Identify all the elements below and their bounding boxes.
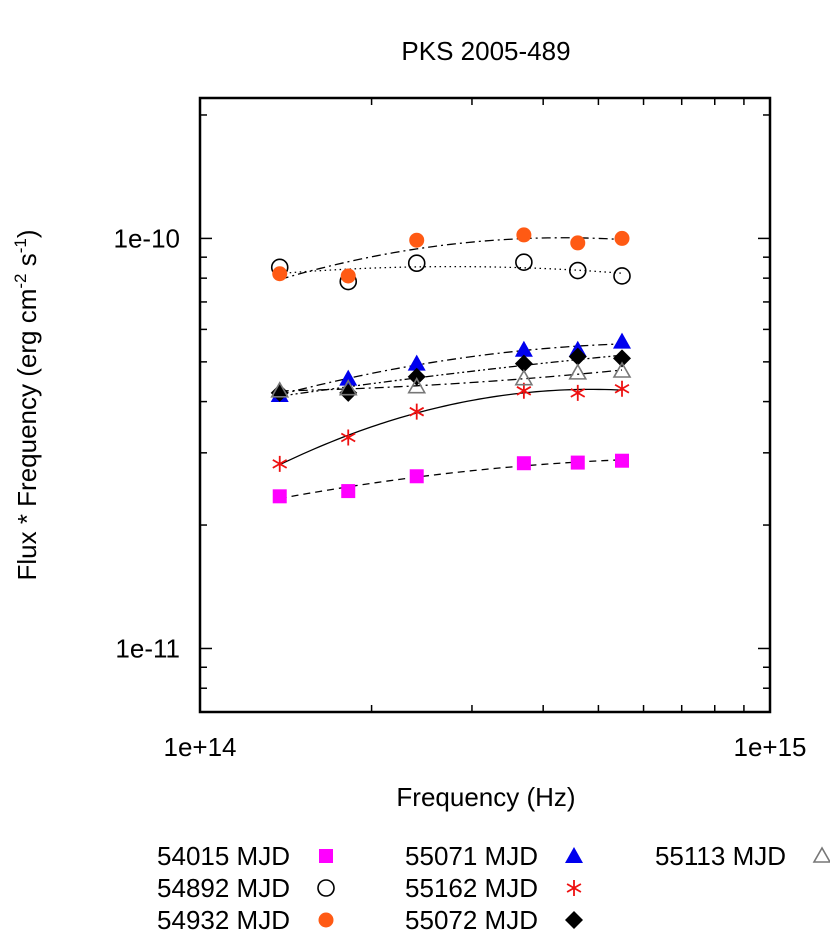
legend-label: 55162 MJD	[405, 873, 538, 903]
data-point	[340, 429, 356, 446]
data-point	[514, 354, 533, 373]
data-point	[515, 253, 533, 271]
data-point	[568, 261, 587, 280]
legend-marker	[565, 847, 583, 863]
data-point	[514, 369, 534, 386]
series-curve	[279, 354, 623, 397]
series-curve	[279, 369, 623, 392]
series-curve	[279, 459, 623, 500]
data-point	[407, 377, 427, 394]
data-point	[614, 380, 630, 397]
data-point	[612, 361, 632, 378]
data-point	[613, 267, 631, 285]
data-point	[270, 381, 290, 398]
legend-marker	[566, 880, 582, 896]
y-tick-label: 1e-10	[114, 223, 181, 253]
legend-marker	[318, 912, 334, 928]
data-point	[409, 469, 424, 484]
plot-area: 1e+14 1e+15 1e-11 1e-10	[114, 96, 807, 762]
data-point	[407, 367, 426, 386]
data-point	[341, 484, 356, 499]
data-point	[338, 379, 358, 396]
data-point	[340, 268, 356, 284]
data-point	[516, 227, 532, 243]
series-curve	[279, 343, 623, 396]
data-point	[272, 455, 288, 472]
data-point	[409, 232, 425, 248]
y-axis-label: Flux * Frequency (erg cm-2 s-1)	[11, 229, 42, 580]
series-curve	[279, 237, 623, 281]
legend-label: 54892 MJD	[157, 873, 290, 903]
plot-frame	[198, 96, 772, 714]
x-tick-label: 1e+15	[733, 732, 806, 762]
series-curve	[279, 265, 623, 275]
chart-title: PKS 2005-489	[401, 36, 570, 66]
data-point	[615, 453, 630, 468]
data-point	[407, 354, 426, 371]
data-point	[514, 340, 533, 357]
legend-marker	[812, 846, 830, 863]
data-point	[272, 489, 287, 504]
legend-label: 55072 MJD	[405, 905, 538, 935]
data-point	[613, 332, 632, 349]
legend-marker	[317, 879, 335, 897]
data-point	[516, 382, 532, 399]
data-point	[516, 456, 531, 471]
data-point	[568, 363, 588, 380]
legend-label: 55113 MJD	[655, 841, 786, 871]
data-point	[570, 235, 586, 251]
legend-label: 54015 MJD	[157, 841, 290, 871]
data-point	[570, 455, 585, 470]
legend-marker	[565, 911, 583, 929]
data-point	[568, 347, 587, 366]
x-tick-label: 1e+14	[163, 732, 236, 762]
legend-label: 55071 MJD	[405, 841, 538, 871]
legend-marker	[319, 849, 333, 863]
data-point	[407, 254, 426, 273]
data-point	[272, 266, 288, 282]
series-curve	[279, 388, 623, 466]
y-tick-label: 1e-11	[115, 633, 180, 663]
data-point	[614, 230, 630, 246]
data-point	[409, 403, 425, 420]
x-axis-label: Frequency (Hz)	[396, 782, 575, 812]
legend-label: 54932 MJD	[157, 905, 290, 935]
data-point	[613, 349, 632, 368]
data-point	[570, 384, 586, 401]
data-point	[339, 369, 358, 386]
